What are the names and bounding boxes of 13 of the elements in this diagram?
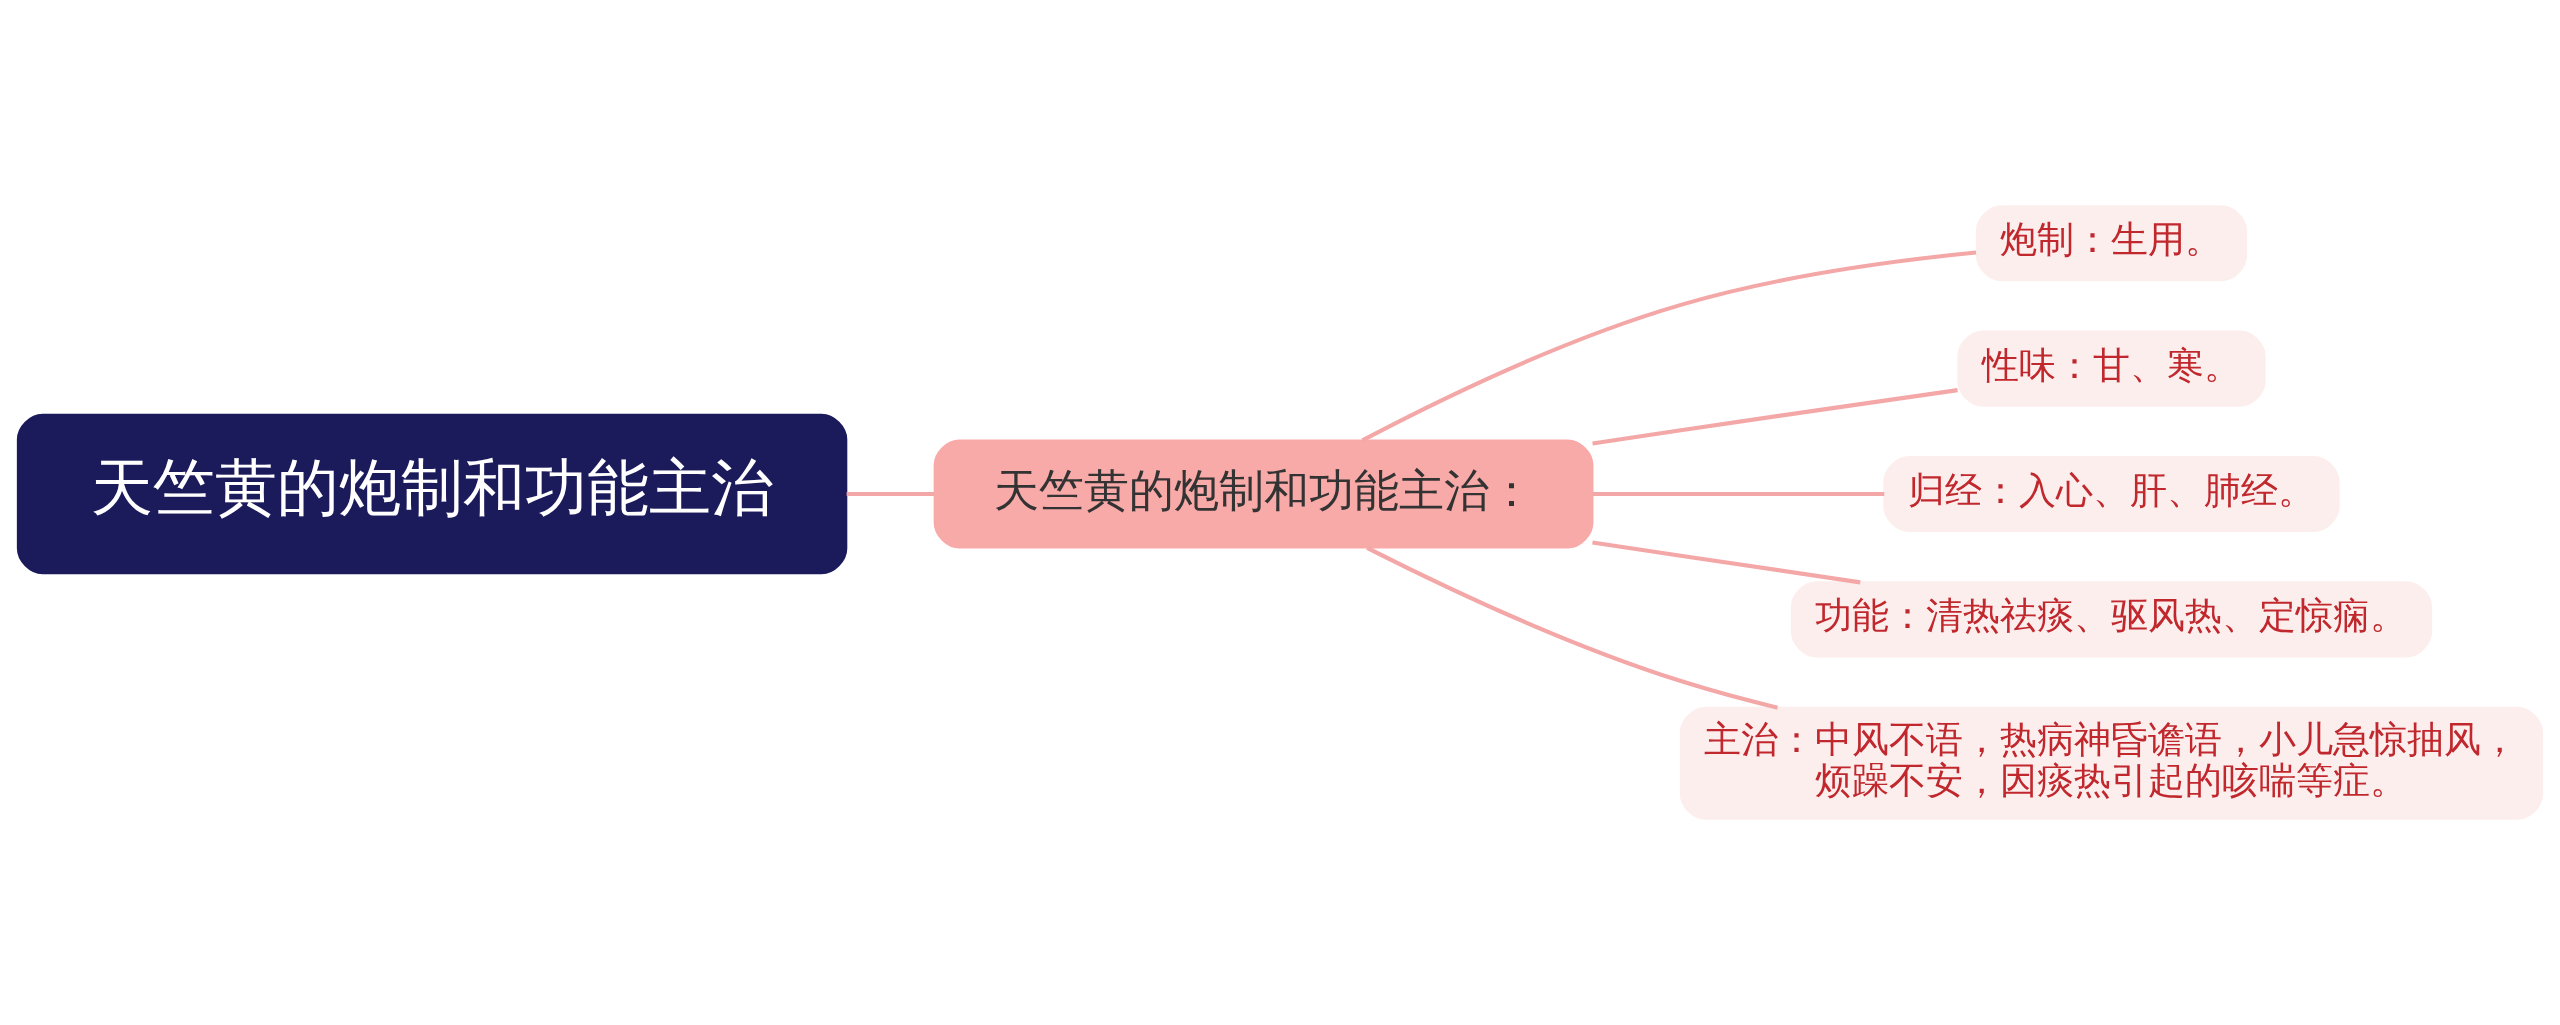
connector xyxy=(1592,540,1861,585)
node-box: 功能：清热祛痰、驱风热、定惊痫。 xyxy=(1790,581,2433,658)
connector xyxy=(1361,250,1977,443)
connector xyxy=(1592,388,1958,446)
node-box: 天竺黄的炮制和功能主治： xyxy=(933,439,1594,549)
node-box: 主治：中风不语，热病神昏谵语，小儿急惊抽风，烦躁不安，因痰热引起的咳喘等症。 xyxy=(1679,706,2544,820)
node-box: 炮制：生用。 xyxy=(1975,205,2248,282)
node-box: 性味：甘、寒。 xyxy=(1957,330,2266,407)
connector xyxy=(1366,545,1779,710)
node-box: 天竺黄的炮制和功能主治 xyxy=(16,413,848,575)
connector xyxy=(1592,491,1885,497)
node-box: 归经：入心、肝、肺经。 xyxy=(1883,455,2340,533)
connector xyxy=(846,491,935,497)
